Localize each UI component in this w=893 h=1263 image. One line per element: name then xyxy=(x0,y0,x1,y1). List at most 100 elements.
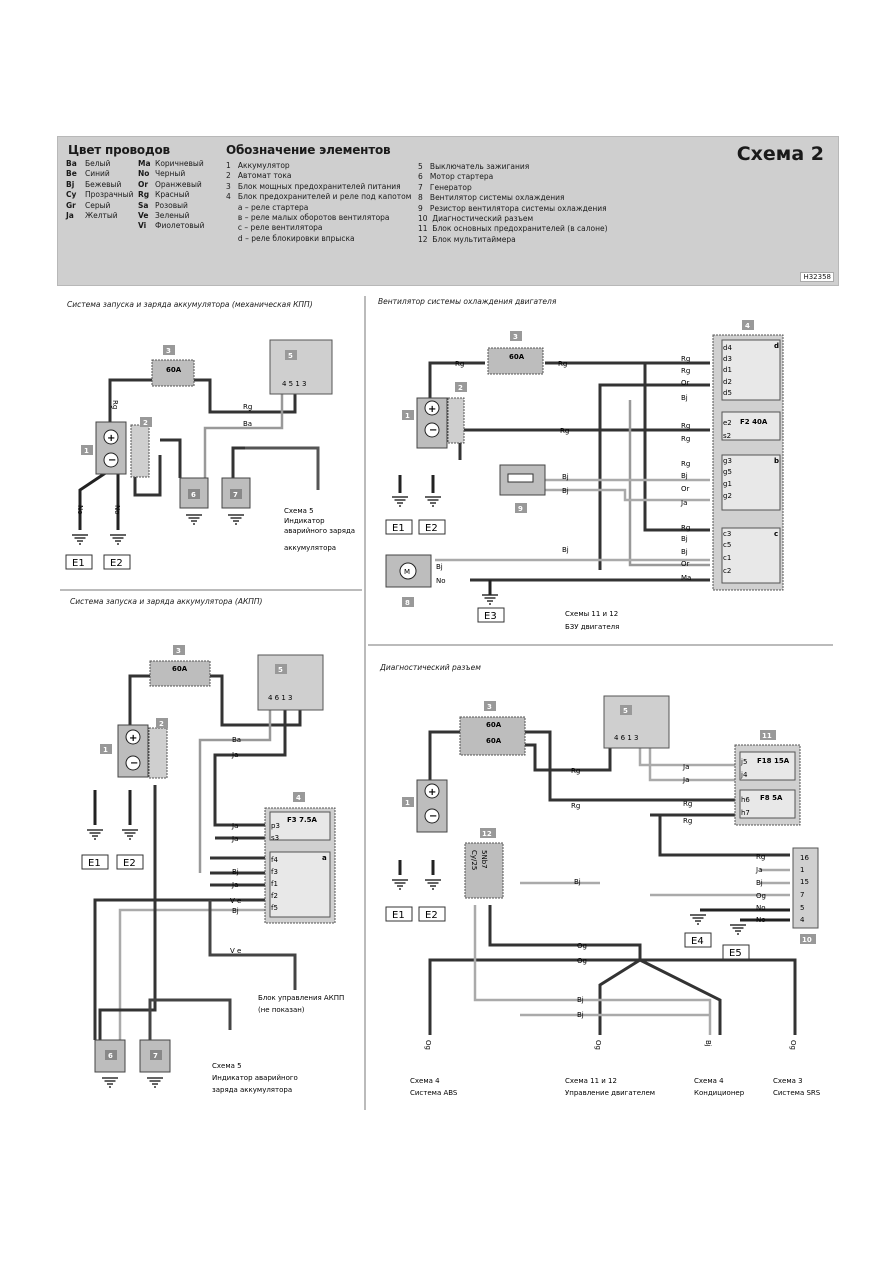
element-entry: 4 Блок предохранителей и реле под капото… xyxy=(226,192,412,202)
ground-e1: E1 xyxy=(72,558,85,569)
wire-color-code: Sa xyxy=(138,200,149,210)
svg-text:h6: h6 xyxy=(741,796,750,804)
panel-auto: 60A 3 5 4 6 1 3 + − 1 2 E1 E2 4 F3 7.5A … xyxy=(81,645,344,1094)
svg-text:Rg: Rg xyxy=(571,802,580,810)
svg-text:Bj: Bj xyxy=(562,473,569,481)
element-entry: 12 Блок мультитаймера xyxy=(418,234,516,244)
svg-text:4: 4 xyxy=(745,322,750,330)
p1-note: Схема 5 Индикатор аварийного заряда акку… xyxy=(284,507,357,552)
wire-color-name: Белый xyxy=(85,159,111,168)
svg-text:c3: c3 xyxy=(723,530,731,538)
svg-text:f2: f2 xyxy=(271,892,278,900)
svg-text:9: 9 xyxy=(518,505,523,513)
element-entry: 7 Генератор xyxy=(418,182,472,192)
svg-text:Bj: Bj xyxy=(681,394,688,402)
svg-text:1: 1 xyxy=(84,447,89,455)
svg-text:Rg: Rg xyxy=(756,853,765,861)
svg-text:Ja: Ja xyxy=(231,822,238,830)
svg-text:j4: j4 xyxy=(740,771,748,779)
svg-text:3: 3 xyxy=(487,703,492,711)
svg-text:60A: 60A xyxy=(486,737,502,745)
wire-color-name: Зеленый xyxy=(155,211,190,220)
svg-text:Rg: Rg xyxy=(681,422,690,430)
svg-text:+: + xyxy=(428,787,436,798)
panel-fan: 60A 3 + − 1 2 E1 E2 9 M 8 E3 4 F2 40A d xyxy=(385,320,784,631)
svg-text:Rg: Rg xyxy=(681,367,690,375)
svg-text:5: 5 xyxy=(800,904,804,912)
svg-text:E2: E2 xyxy=(425,523,438,534)
wire-color-name: Оранжевый xyxy=(155,179,202,189)
svg-text:F8 5A: F8 5A xyxy=(760,794,783,802)
wire-color-code: Ja xyxy=(66,211,74,220)
svg-text:4: 4 xyxy=(296,794,301,802)
svg-text:d3: d3 xyxy=(723,355,732,363)
svg-text:Og: Og xyxy=(789,1040,797,1050)
svg-text:5: 5 xyxy=(278,666,283,674)
panel-title-diag: Диагностический разъем xyxy=(380,663,481,672)
svg-text:7: 7 xyxy=(800,891,804,899)
element-entry: в – реле малых оборотов вентилятора xyxy=(226,213,390,223)
svg-text:1: 1 xyxy=(405,412,410,420)
svg-text:4 6 1 3: 4 6 1 3 xyxy=(614,734,639,742)
svg-text:60A: 60A xyxy=(509,353,525,361)
svg-text:−: − xyxy=(429,811,437,822)
p2-note: Схемы 11 и 12 БЗУ двигателя xyxy=(565,610,620,631)
svg-text:Bj: Bj xyxy=(232,868,239,876)
svg-text:Bj: Bj xyxy=(562,546,569,554)
element-entry: 2 Автомат тока xyxy=(226,171,292,181)
svg-text:E1: E1 xyxy=(392,910,405,921)
svg-text:d5: d5 xyxy=(723,389,732,397)
wire-color-name: Красный xyxy=(155,190,190,200)
svg-text:d4: d4 xyxy=(723,344,732,352)
svg-text:Bj: Bj xyxy=(681,472,688,480)
svg-text:Rg: Rg xyxy=(681,435,690,443)
svg-text:60A: 60A xyxy=(172,665,188,673)
svg-text:Or: Or xyxy=(681,379,690,387)
svg-text:2: 2 xyxy=(143,419,148,427)
svg-text:Rg: Rg xyxy=(455,360,464,368)
svg-text:3: 3 xyxy=(176,647,181,655)
svg-text:Bj: Bj xyxy=(577,996,584,1004)
svg-text:s3: s3 xyxy=(271,834,279,842)
svg-text:Ja: Ja xyxy=(680,499,687,507)
svg-text:F3 7.5A: F3 7.5A xyxy=(287,816,317,824)
svg-text:E3: E3 xyxy=(484,611,497,622)
svg-text:Ja: Ja xyxy=(231,881,238,889)
wire-color-name: Бежевый xyxy=(85,179,122,189)
svg-text:E5: E5 xyxy=(729,948,742,959)
wire-color-code: Gr xyxy=(66,200,76,210)
svg-text:11: 11 xyxy=(762,732,772,740)
svg-text:Bj: Bj xyxy=(756,879,763,887)
svg-text:e2: e2 xyxy=(723,419,732,427)
wire-color-name: Серый xyxy=(85,200,111,210)
svg-text:f4: f4 xyxy=(271,856,278,864)
p3-note2: Схема 5 Индикатор аварийного заряда акку… xyxy=(212,1062,300,1094)
wire-color-code: Ma xyxy=(138,159,151,168)
svg-text:Og: Og xyxy=(577,957,587,965)
svg-text:No: No xyxy=(436,577,446,585)
svg-text:g3: g3 xyxy=(723,457,732,465)
svg-text:f1: f1 xyxy=(271,880,278,888)
svg-text:E4: E4 xyxy=(691,936,704,947)
fuse-60a-label: 60A xyxy=(166,366,182,374)
svg-text:Or: Or xyxy=(681,485,690,493)
element-entry: 6 Мотор стартера xyxy=(418,172,494,182)
svg-text:4: 4 xyxy=(800,916,805,924)
svg-text:F18 15A: F18 15A xyxy=(757,757,790,765)
svg-text:Og: Og xyxy=(577,942,587,950)
svg-text:f5: f5 xyxy=(271,904,278,912)
svg-text:10: 10 xyxy=(802,936,812,944)
svg-text:Ja: Ja xyxy=(231,751,238,759)
wire-color-name: Коричневый xyxy=(155,159,204,168)
svg-text:Bj: Bj xyxy=(574,878,581,886)
svg-text:1: 1 xyxy=(405,799,410,807)
svg-text:8: 8 xyxy=(405,599,410,607)
svg-text:Rg: Rg xyxy=(558,360,567,368)
svg-text:Og: Og xyxy=(594,1040,602,1050)
ground-e2: E2 xyxy=(110,558,123,569)
svg-text:Rg: Rg xyxy=(571,767,580,775)
panel-diag: 60A 60A 3 5 4 6 1 3 + − 1 E1 E2 11 F18 1… xyxy=(385,695,821,1097)
